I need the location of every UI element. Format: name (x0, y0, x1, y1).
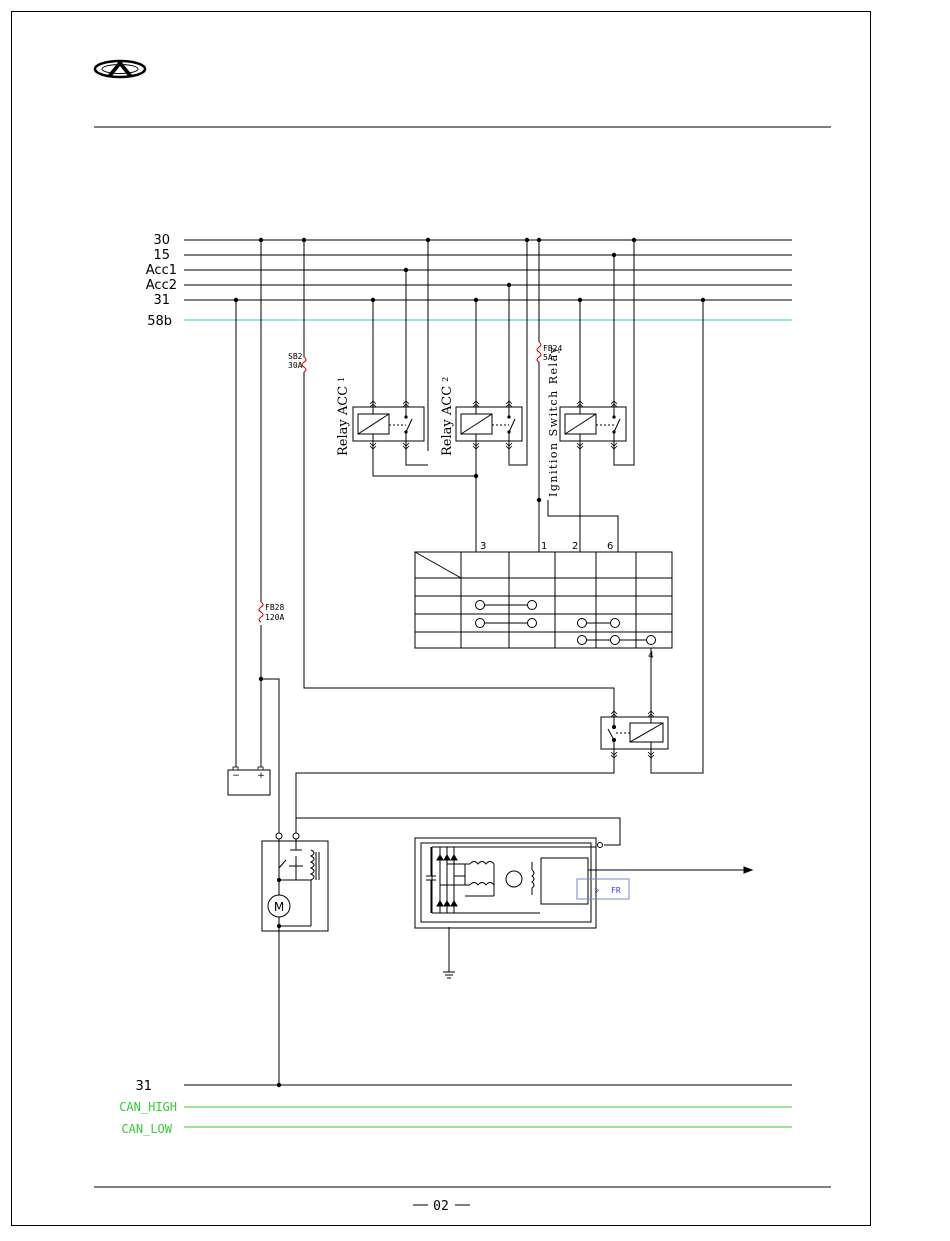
switch-contact (578, 636, 587, 645)
ignition-switch-table (415, 552, 672, 648)
rail-label-acc2: Acc2 (146, 278, 177, 293)
alternator-bplus-terminal (598, 843, 603, 848)
rail-label-31-bottom: 31 (135, 1079, 152, 1094)
alternator-rectifier-bus (432, 847, 596, 913)
page-number-text: 02 (433, 1199, 449, 1214)
wire-start-relay-ground (651, 300, 703, 773)
alternator-fr-arrow: » (594, 886, 600, 896)
switch-pin-2: 2 (572, 541, 578, 552)
wires (236, 240, 703, 1085)
alternator-fr-label: » FR (577, 879, 629, 899)
switch-contact (647, 636, 656, 645)
switch-contact (611, 619, 620, 628)
battery-minus-sign: − (232, 771, 240, 781)
brand-logo (95, 60, 145, 77)
alternator-stator-coil-2 (470, 883, 494, 886)
alternator-field-coil (532, 870, 534, 888)
wire-acc1-coil-out (373, 441, 476, 476)
fuse-sb2-rating: 30A (288, 361, 303, 370)
switch-pin-3: 3 (480, 541, 486, 552)
relay-acc1: Relay ACC1 (336, 377, 424, 456)
fuse-fb28-symbol (259, 602, 263, 622)
relay-ignition-label: Ignition Switch Relay (547, 346, 560, 497)
wire-alternator-bplus (296, 818, 620, 845)
wire-alternator-ground (443, 927, 455, 978)
switch-contact (476, 601, 485, 610)
relay-acc2: Relay ACC2 (440, 377, 522, 456)
switch-pin-1: 1 (541, 541, 547, 552)
switch-pin-4: 4 (648, 651, 654, 661)
rail-label-can-low: CAN_LOW (121, 1122, 172, 1136)
rail-label-58b: 58b (147, 314, 172, 329)
alternator-rotor (506, 871, 522, 887)
bottom-rails: 31 CAN_HIGH CAN_LOW (119, 1079, 792, 1136)
fuse-fb24-symbol (537, 342, 541, 362)
switch-pin-6: 6 (607, 541, 613, 552)
top-rails (184, 240, 792, 320)
top-rail-labels: 30 15 Acc1 Acc2 31 58b (146, 233, 177, 329)
fuse-sb2-symbol (302, 357, 306, 372)
switch-contact (578, 619, 587, 628)
wire-battery-to-starter (261, 679, 279, 833)
rail-label-can-high: CAN_HIGH (119, 1100, 177, 1114)
wire-sb2 (304, 240, 614, 717)
relay-start (601, 717, 668, 749)
rail-label-acc1: Acc1 (146, 263, 177, 278)
relay-acc1-label: Relay ACC1 (336, 377, 351, 456)
switch-contact (611, 636, 620, 645)
battery-plus-sign: + (257, 771, 265, 781)
switch-contact (476, 619, 485, 628)
rail-label-15: 15 (153, 248, 170, 263)
fuse-sb2: SB2 30A (288, 352, 306, 372)
starter-terminal (293, 833, 299, 839)
relay-terminal-arrows (370, 401, 654, 758)
alternator-regulator (541, 858, 588, 904)
alternator-fr-text: FR (611, 886, 621, 895)
rail-label-30: 30 (153, 233, 170, 248)
fuse-fb28-rating: 120A (265, 613, 284, 622)
ignition-switch-pins: 3 1 2 6 4 (480, 541, 654, 661)
starter-motor-symbol: M (274, 900, 284, 914)
rail-label-31-top: 31 (153, 293, 170, 308)
starter-terminal (276, 833, 282, 839)
starter-motor (262, 833, 328, 931)
wire-start-relay-out (296, 749, 614, 833)
fuse-sb2-name: SB2 (288, 352, 303, 361)
battery: − + (228, 767, 270, 795)
fuse-fb28-name: FB28 (265, 603, 284, 612)
switch-contact (528, 601, 537, 610)
switch-contact (528, 619, 537, 628)
starter-solenoid-coil (311, 850, 314, 880)
relay-acc2-label: Relay ACC2 (440, 377, 455, 456)
alternator (415, 838, 752, 928)
fuse-fb28: FB28 120A (259, 602, 284, 622)
page-number: 02 (413, 1199, 470, 1214)
alternator-stator-coil-1 (470, 862, 494, 865)
